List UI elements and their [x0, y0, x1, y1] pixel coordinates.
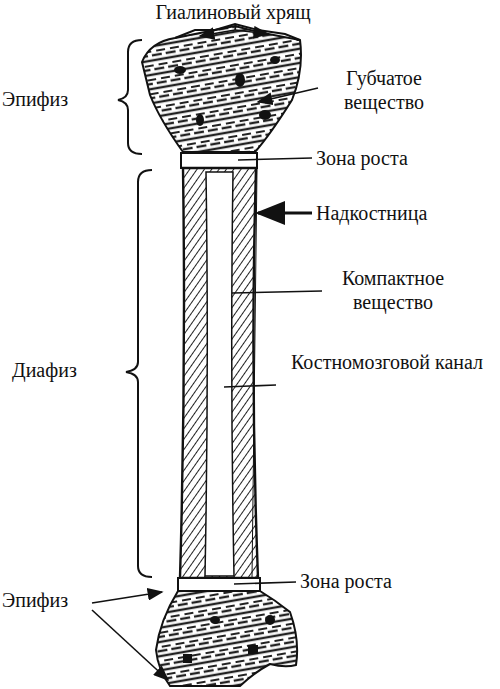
periosteum [252, 168, 257, 578]
spongy-blobs [174, 56, 280, 126]
part-label: Гиалиновый хрящ [98, 0, 368, 24]
diaphysis-outline [180, 168, 258, 578]
part-label: Зона роста [300, 569, 470, 593]
bracket [118, 40, 142, 154]
region-label: Диафиз [12, 358, 122, 382]
leader-lines [92, 24, 322, 680]
lower-epiphysis [156, 591, 297, 686]
upper-epiphysis [142, 26, 301, 152]
part-label: Зона роста [316, 146, 466, 170]
part-label: Костномозговой канал [280, 350, 494, 374]
part-label: Надкостница [316, 201, 486, 225]
growth-zone [178, 578, 260, 591]
region-label: Эпифиз [2, 87, 117, 111]
part-label: Губчатое вещество [320, 66, 448, 114]
region-label: Эпифиз [2, 588, 97, 612]
hyaline-cartilage [175, 24, 300, 40]
medullary-canal [205, 172, 234, 576]
part-label: Компактное вещество [324, 266, 462, 314]
spongy-blobs [183, 615, 275, 663]
bracket [126, 170, 152, 577]
